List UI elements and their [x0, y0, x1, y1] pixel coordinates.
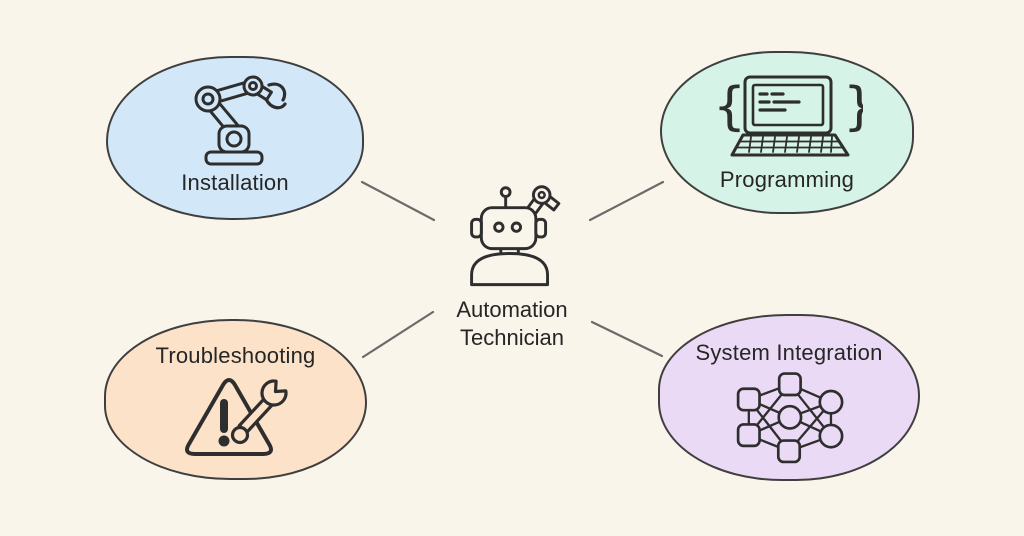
robot-technician-icon: [470, 185, 561, 287]
connector-system-integration: [590, 320, 664, 358]
node-installation-label: Installation: [181, 170, 289, 195]
robot-arm-icon: [194, 75, 287, 166]
center-label-line1: Automation: [456, 297, 568, 322]
center-node: Automation Technician: [432, 180, 592, 352]
node-system-integration-label: System Integration: [695, 340, 883, 365]
node-system-integration: System Integration: [658, 314, 920, 481]
warning-wrench-icon: [184, 378, 288, 456]
node-troubleshooting: Troubleshooting: [104, 319, 367, 480]
node-programming: { }: [660, 51, 914, 214]
node-troubleshooting-label: Troubleshooting: [155, 343, 316, 368]
connector-troubleshooting: [361, 310, 435, 359]
connector-installation: [360, 180, 436, 222]
laptop-code-icon: { }: [713, 75, 863, 157]
connector-programming: [588, 180, 665, 222]
network-nodes-icon: [736, 372, 844, 464]
brace-left-glyph: {: [713, 77, 746, 137]
node-installation: Installation: [106, 56, 364, 220]
node-programming-label: Programming: [719, 167, 855, 192]
center-label: Automation Technician: [456, 296, 567, 352]
center-label-line2: Technician: [460, 325, 564, 350]
brace-right-glyph: }: [843, 77, 863, 137]
